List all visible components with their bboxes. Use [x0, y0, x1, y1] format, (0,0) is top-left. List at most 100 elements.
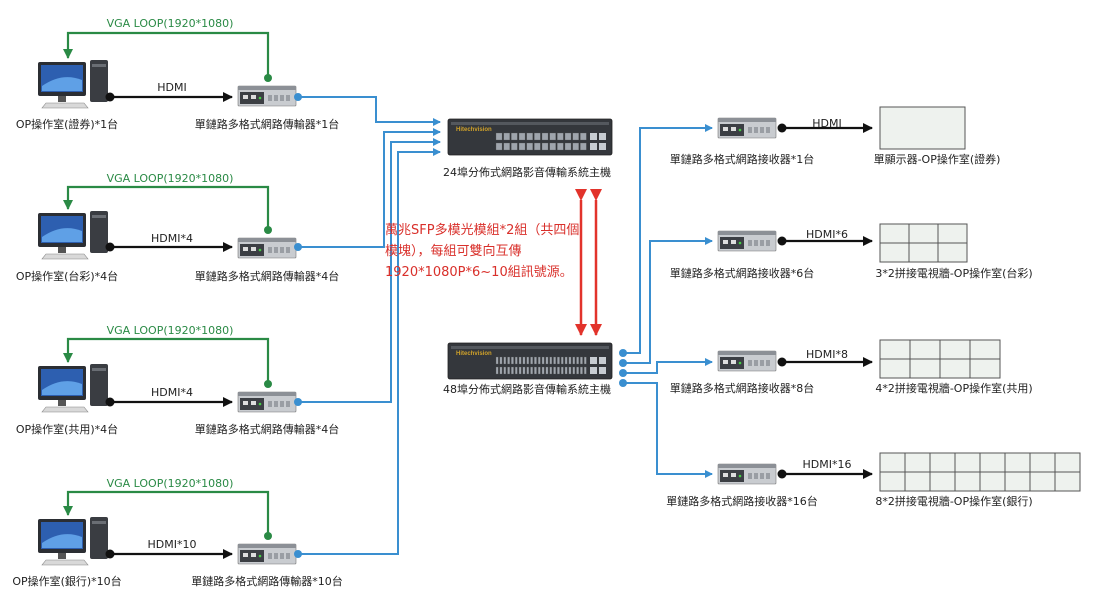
box-top: [238, 392, 296, 396]
box-connector: [268, 95, 272, 101]
pc-tower: [90, 60, 108, 102]
switch-port: [580, 142, 587, 151]
display-panel: [909, 339, 941, 360]
computer-icon: [38, 60, 108, 109]
box-led: [258, 248, 262, 252]
monitor-stand: [58, 247, 66, 253]
sfp-port: [599, 367, 606, 374]
hdmi-label-3: HDMI*4: [151, 386, 193, 399]
pc-tower: [90, 364, 108, 406]
vga-loop-label-3: VGA LOOP(1920*1080): [106, 324, 234, 337]
monitor-stand: [58, 96, 66, 102]
display-panel: [969, 339, 1001, 360]
vga-loop-port: [264, 226, 272, 234]
switch-port: [584, 366, 587, 375]
vga-loop-port: [264, 74, 272, 82]
vga-loop-port: [264, 532, 272, 540]
box-top: [718, 464, 776, 468]
switch-port: [526, 132, 533, 141]
switch-port: [568, 366, 572, 375]
box-connector: [748, 473, 752, 479]
switch-port: [538, 366, 541, 375]
switch-port: [572, 132, 579, 141]
display-wall: [879, 339, 1001, 379]
keyboard: [41, 406, 89, 413]
box-port: [723, 473, 728, 477]
switch-port: [564, 142, 572, 151]
switch-24-port-icon: Hitechvision: [447, 118, 613, 156]
receiver-label-2: 單鏈路多格式網路接收器*6台: [669, 267, 815, 280]
display-panel: [1029, 471, 1056, 492]
switch-port: [572, 366, 576, 375]
switch-port: [499, 366, 503, 375]
display-panel: [969, 358, 1001, 379]
box-connector: [748, 240, 752, 246]
display-panel: [879, 358, 911, 379]
switch-port: [557, 366, 560, 375]
vga-loop-label-1: VGA LOOP(1920*1080): [106, 17, 234, 30]
box-top: [718, 118, 776, 122]
pc-drive-bay: [92, 64, 106, 67]
computer-icon: [38, 211, 108, 260]
hdmi-out-label-3: HDMI*8: [806, 348, 848, 361]
transmitter-box-icon: [237, 237, 297, 259]
vga-loop-line: [63, 31, 270, 78]
switch-port: [526, 142, 533, 151]
display-panel: [879, 339, 911, 360]
sfp-port: [599, 357, 606, 364]
box-port: [243, 553, 248, 557]
box-top: [718, 231, 776, 235]
switch-port: [503, 366, 507, 375]
display-panel: [1004, 471, 1031, 492]
vga-loop-label-4: VGA LOOP(1920*1080): [106, 477, 234, 490]
box-connector: [268, 401, 272, 407]
network-line: [623, 124, 713, 354]
network-line: [298, 148, 441, 555]
station-label-4: OP操作室(銀行)*10台: [12, 575, 122, 588]
switch-port: [518, 142, 526, 151]
pc-tower: [90, 211, 108, 253]
monitor-wallpaper: [42, 381, 82, 395]
display-panel: [908, 242, 939, 263]
switch-24-label: 24埠分佈式網路影音傳輸系統主機: [443, 166, 611, 179]
box-port: [723, 240, 728, 244]
keyboard: [41, 102, 89, 109]
transmitter-label-2: 單鏈路多格式網路傳輸器*4台: [194, 270, 340, 283]
display-panel: [879, 106, 966, 150]
switch-port: [541, 142, 549, 151]
box-connector: [766, 240, 770, 246]
box-top: [238, 544, 296, 548]
switch-port: [553, 356, 556, 365]
receiver-box-icon: [717, 350, 777, 372]
switch-port: [564, 132, 572, 141]
hdmi-label-1: HDMI: [157, 81, 187, 94]
monitor-stand: [58, 400, 66, 406]
switch-port: [553, 366, 556, 375]
switch-bezel: [451, 346, 609, 349]
display-panel: [979, 452, 1006, 473]
box-port: [731, 473, 736, 477]
receiver-label-3: 單鏈路多格式網路接收器*8台: [669, 382, 815, 395]
switch-port: [526, 366, 530, 375]
transmitter-label-3: 單鏈路多格式網路傳輸器*4台: [194, 423, 340, 436]
transmitter-label-1: 單鏈路多格式網路傳輸器*1台: [194, 118, 340, 131]
box-connector: [286, 553, 290, 559]
network-line: [298, 128, 441, 248]
switch-port: [584, 356, 587, 365]
switch-port: [572, 142, 579, 151]
box-connector: [760, 473, 764, 479]
box-led: [258, 554, 262, 558]
pc-drive-bay: [92, 521, 106, 524]
switch-port: [530, 366, 533, 375]
hdmi-label-2: HDMI*4: [151, 232, 193, 245]
station-label-3: OP操作室(共用)*4台: [15, 423, 119, 436]
box-connector: [274, 95, 278, 101]
monitor-wallpaper: [42, 228, 82, 242]
box-connector: [760, 360, 764, 366]
switch-port: [518, 366, 522, 375]
box-led: [258, 402, 262, 406]
display-panel: [904, 452, 931, 473]
network-line: [623, 237, 713, 364]
switch-port: [576, 356, 579, 365]
box-led: [738, 241, 742, 245]
